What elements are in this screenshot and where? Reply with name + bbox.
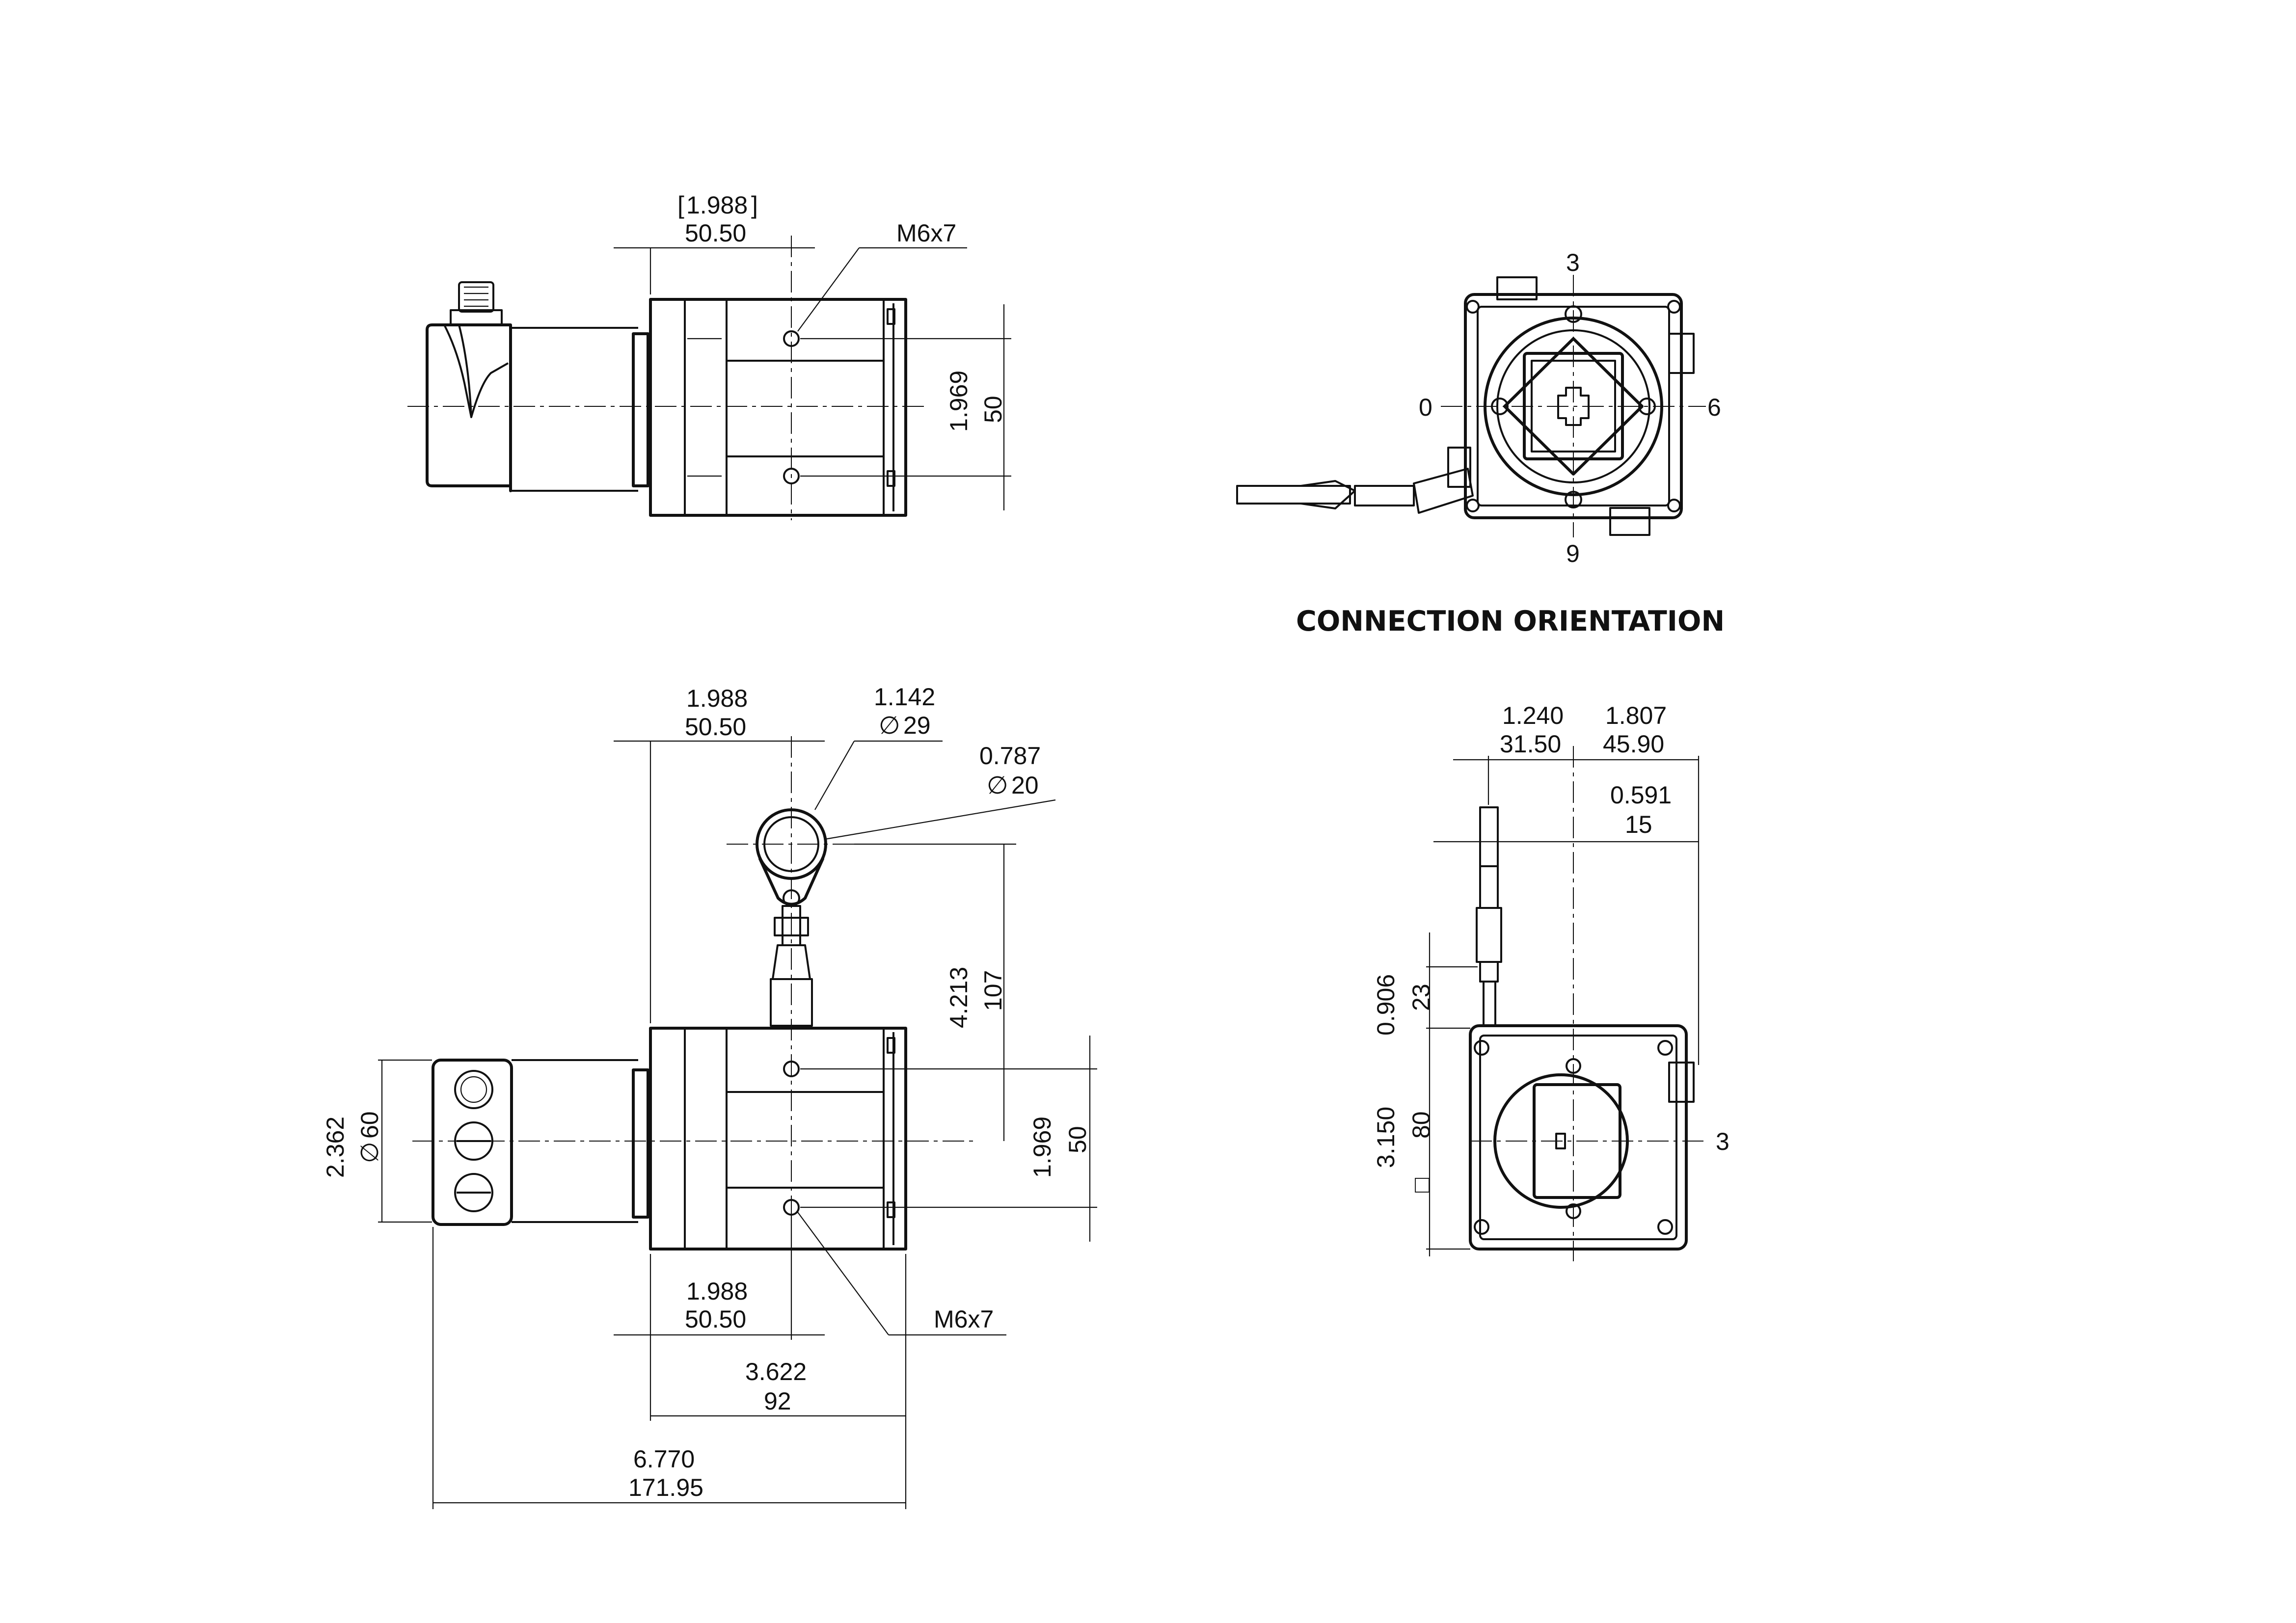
m12-connector-side-icon (1668, 1062, 1695, 1103)
m12-connector-top-icon (450, 281, 503, 326)
dim-overall-in: 6.770 (633, 1445, 695, 1473)
side-view-bottom: 3 1.240 31.50 1.807 45.90 0.591 15 0.906… (1372, 702, 1729, 1261)
dim-right-in: 1.807 (1605, 702, 1667, 729)
side-label-right: 3 (1716, 1128, 1729, 1155)
dim-front-top-length-in: 1.988 (686, 685, 748, 712)
dim-hole-spacing-mm-front: 50 (1064, 1126, 1091, 1153)
dim-diameter-mm: 60 (356, 1111, 383, 1139)
dim-ring-outer-symbol: ∅ (879, 712, 900, 739)
thread-label-bottom: M6x7 (934, 1305, 994, 1333)
dim-body-length-in: 3.622 (745, 1358, 807, 1385)
orientation-label-bottom: 9 (1566, 540, 1580, 567)
thread-label-top: M6x7 (896, 219, 956, 247)
dim-hole-spacing-mm-top: 50 (979, 396, 1007, 423)
end-view-top: 3 0 6 9 CONNECTION ORIENTATION (1236, 249, 1725, 638)
dim-height-mm: 107 (979, 970, 1007, 1011)
m12-connector-end-icon (1447, 276, 1695, 536)
connection-orientation-title: CONNECTION ORIENTATION (1296, 605, 1725, 638)
dim-ring-outer-mm: 29 (903, 712, 931, 739)
dim-square-mm: 80 (1407, 1111, 1435, 1139)
dim-ring-inner-mm: 20 (1011, 772, 1039, 799)
dim-top-length-in: 1.988 (686, 191, 748, 219)
dim-right-mm: 45.90 (1603, 730, 1664, 758)
dim-ring-side-mm: 15 (1625, 811, 1652, 838)
dim-ring-inner-symbol: ∅ (987, 772, 1008, 799)
dim-hole-spacing-in-top: 1.969 (945, 371, 972, 432)
orientation-label-top: 3 (1566, 249, 1580, 276)
dim-body-length-mm: 92 (764, 1387, 791, 1415)
dim-hole-spacing-in-front: 1.969 (1028, 1117, 1056, 1178)
dim-height-in: 4.213 (945, 967, 972, 1028)
dim-ring-side-in: 0.591 (1610, 781, 1672, 809)
dim-square-symbol: □ (1407, 1177, 1435, 1193)
dim-offset-in: 1.240 (1502, 702, 1564, 729)
dim-front-bottom-length-mm: 50.50 (685, 1305, 746, 1333)
dim-front-bottom-length-in: 1.988 (686, 1277, 748, 1305)
dim-ring-outer-in: 1.142 (874, 683, 935, 711)
dim-tab-in: 0.906 (1372, 974, 1400, 1036)
dim-diameter-symbol: ∅ (356, 1142, 383, 1163)
front-view: 1.988 50.50 1.142 ∅ 29 0.787 ∅ 20 4.213 … (322, 683, 1097, 1509)
dim-top-length-in-bracket-close: ] (751, 191, 758, 219)
orientation-label-left: 0 (1419, 394, 1432, 421)
dim-tab-mm: 23 (1407, 984, 1435, 1011)
dim-ring-inner-in: 0.787 (979, 742, 1041, 770)
dim-top-length-mm: 50.50 (685, 219, 746, 247)
dim-front-top-length-mm: 50.50 (685, 713, 746, 741)
dim-square-in: 3.150 (1372, 1107, 1400, 1168)
dim-top-length-in-bracket: [ (677, 191, 684, 219)
dim-diameter-in: 2.362 (322, 1117, 349, 1178)
dim-overall-mm: 171.95 (628, 1474, 703, 1501)
dim-offset-mm: 31.50 (1500, 730, 1561, 758)
orientation-label-right: 6 (1707, 394, 1721, 421)
side-view-top: 1.988 [ ] 50.50 M6x7 1.969 50 (407, 191, 1011, 520)
